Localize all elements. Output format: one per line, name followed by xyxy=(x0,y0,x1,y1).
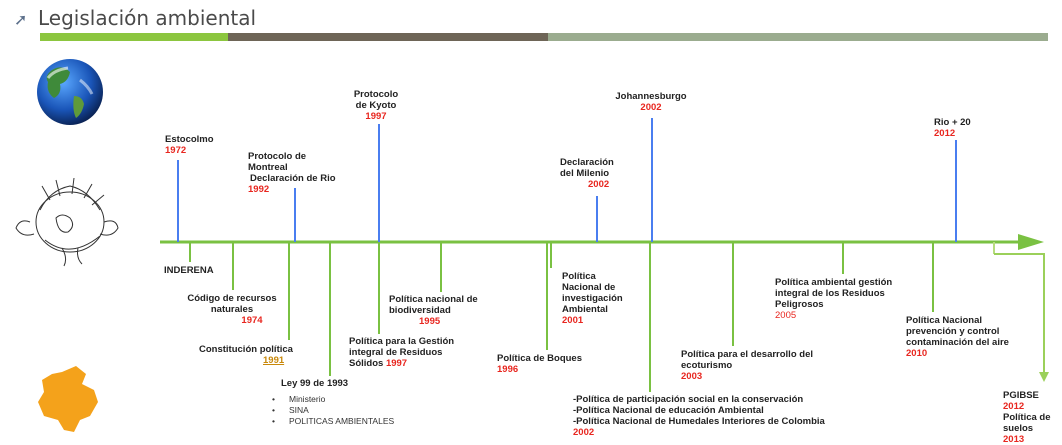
event-name: Política nacional de biodiversidad xyxy=(389,294,478,316)
policy-item: -Política Nacional de educación Ambienta… xyxy=(573,405,764,416)
event-year: 1992 xyxy=(248,184,270,195)
event-year: 2001 xyxy=(562,315,584,326)
event-name: Protocolo de Kyoto xyxy=(353,89,399,111)
event-year: 2012 xyxy=(1003,401,1025,412)
event-name: Política Nacional de investigación Ambie… xyxy=(562,271,623,315)
event-year: 2002 xyxy=(640,102,662,113)
event-name: Estocolmo xyxy=(165,134,214,145)
event-montreal-rio: Protocolo de Montreal Declaración de Rio… xyxy=(248,151,336,195)
event-year: 1997 xyxy=(385,358,408,369)
event-name: Rio + 20 xyxy=(934,117,971,128)
event-year: 2005 xyxy=(775,310,797,321)
event-name: Política para el desarrollo del ecoturis… xyxy=(681,349,813,371)
event-name: Política ambiental gestión integral de l… xyxy=(775,277,893,310)
event-bosques: Política de Boques 1996 xyxy=(497,353,582,375)
page-title: Legislación ambiental xyxy=(38,6,257,30)
title-bar-brown xyxy=(228,33,548,41)
event-year: 2002 xyxy=(588,179,610,190)
event-ecoturismo: Política para el desarrollo del ecoturis… xyxy=(681,349,851,382)
title-bar-green xyxy=(40,33,228,41)
event-name: Declaración del Milenio xyxy=(560,157,614,179)
world-sketch-image xyxy=(15,177,119,267)
event-year: 2003 xyxy=(681,371,703,382)
event-politicas-2002: -Política de participación social en la … xyxy=(573,394,825,438)
arrow-icon: ➚ xyxy=(14,12,28,29)
event-milenio: Declaración del Milenio 2002 xyxy=(560,157,630,190)
event-kyoto: Protocolo de Kyoto 1997 xyxy=(348,89,404,122)
event-year: 1995 xyxy=(419,316,441,327)
event-year: 1997 xyxy=(365,111,387,122)
bullet-item: Ministerio xyxy=(270,394,394,405)
event-year: 1974 xyxy=(241,315,263,326)
event-year: 2010 xyxy=(906,348,928,359)
event-name: Política para la Gestión integral de Res… xyxy=(349,336,455,369)
event-year: 2002 xyxy=(573,427,595,438)
event-year: 1991 xyxy=(263,355,285,366)
policy-item: -Política de participación social en la … xyxy=(573,394,804,405)
title-bar-gray xyxy=(548,33,1048,41)
event-rio20: Rio + 20 2012 xyxy=(934,117,971,139)
bullet-item: SINA xyxy=(270,405,394,416)
policy-item: -Política Nacional de Humedales Interior… xyxy=(573,416,825,427)
event-name-2: Política de suelos xyxy=(1003,412,1051,434)
event-johannesburgo: Johannesburgo 2002 xyxy=(609,91,693,113)
timeline-arrowhead xyxy=(1018,234,1044,250)
bullet-item: POLITICAS AMBIENTALES xyxy=(270,416,394,427)
earth-globe-image xyxy=(37,59,103,125)
colombia-map-image xyxy=(38,366,98,432)
event-name: Política Nacional prevención y control c… xyxy=(906,315,1009,348)
event-investigacion: Política Nacional de investigación Ambie… xyxy=(562,271,638,326)
event-name: Código de recursos naturales xyxy=(187,293,277,315)
event-year: 1972 xyxy=(165,145,187,156)
event-year-2: 2013 xyxy=(1003,434,1025,445)
event-name: PGIBSE xyxy=(1003,390,1039,401)
event-codigo: Código de recursos naturales 1974 xyxy=(175,293,289,326)
event-name: Política de Boques xyxy=(497,353,582,364)
event-aire: Política Nacional prevención y control c… xyxy=(906,315,1032,359)
event-name: Johannesburgo xyxy=(615,91,687,102)
event-name: Protocolo de Montreal xyxy=(248,151,307,173)
branch-arrowhead xyxy=(1039,372,1049,382)
branch-line xyxy=(994,253,1045,380)
event-pgibse: PGIBSE 2012 Política de suelos 2013 xyxy=(1003,390,1059,445)
event-biodiversidad: Política nacional de biodiversidad 1995 xyxy=(389,294,501,327)
ley99-bullets: Ministerio SINA POLITICAS AMBIENTALES xyxy=(270,394,394,427)
event-constitucion: Constitución política 1991 xyxy=(199,344,293,366)
event-name-2: Declaración de Rio xyxy=(250,173,336,184)
event-year: 1996 xyxy=(497,364,519,375)
event-name: Constitución política xyxy=(199,344,293,355)
event-ley99: Ley 99 de 1993 xyxy=(281,378,349,389)
event-inderena: INDERENA xyxy=(164,265,214,276)
event-residuos-solidos: Política para la Gestión integral de Res… xyxy=(349,336,469,369)
event-year: 2012 xyxy=(934,128,956,139)
event-residuos-peligrosos: Política ambiental gestión integral de l… xyxy=(775,277,925,321)
event-estocolmo: Estocolmo 1972 xyxy=(165,134,214,156)
